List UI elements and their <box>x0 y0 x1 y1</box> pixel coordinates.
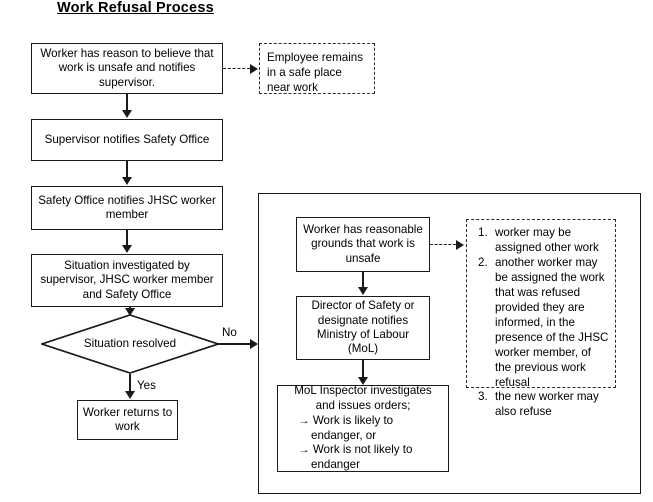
box-worker-has-reason: Worker has reason to believe that work i… <box>31 43 223 94</box>
connector-director-to-inspector <box>362 360 364 379</box>
option-text: another worker may be assigned the work … <box>495 255 609 389</box>
option-text: worker may be assigned other work <box>495 226 599 254</box>
arrowhead-grounds-to-director <box>358 287 368 295</box>
option-number: 1. <box>478 226 488 239</box>
box-mol-inspector-investigates: MoL Inspector investigates and issues or… <box>277 384 449 472</box>
option-number: 3. <box>478 390 488 404</box>
note-employee-remains-safe-place: Employee remains in a safe place near wo… <box>259 43 375 94</box>
arrowhead-box1-to-box2 <box>122 110 132 118</box>
option-text: the new worker may also refuse <box>495 390 599 419</box>
box-worker-reasonable-grounds: Worker has reasonable grounds that work … <box>296 217 430 272</box>
arrowhead-no-branch <box>250 339 258 349</box>
option-list-item: 1. worker may be assigned other work <box>473 226 609 256</box>
box-worker-returns-to-work: Worker returns to work <box>77 400 178 440</box>
connector-dashed-to-safe-place-note <box>223 68 250 69</box>
connector-box1-to-box2 <box>126 94 128 111</box>
box-supervisor-notifies-safety-office: Supervisor notifies Safety Office <box>31 119 223 161</box>
decision-situation-resolved-label: Situation resolved <box>83 336 177 350</box>
connector-box3-to-box4 <box>126 230 128 246</box>
option-list-item: 3. the new worker may also refuse <box>473 390 609 420</box>
connector-box2-to-box3 <box>126 161 128 178</box>
box-situation-investigated-label: Situation investigated by supervisor, JH… <box>40 258 214 301</box>
arrowhead-box4-to-decision <box>125 308 135 316</box>
box-situation-investigated: Situation investigated by supervisor, JH… <box>31 254 223 307</box>
decision-situation-resolved: Situation resolved <box>41 314 219 374</box>
arrowhead-director-to-inspector <box>358 377 368 385</box>
box-safety-office-notifies-jhsc: Safety Office notifies JHSC worker membe… <box>31 186 223 230</box>
arrowhead-to-safe-place-note <box>250 64 258 74</box>
connector-yes-branch <box>129 374 131 393</box>
box-director-notifies-mol-label: Director of Safety or designate notifies… <box>311 299 415 356</box>
mol-heading-line-2: and issues orders; <box>315 398 411 412</box>
note-worker-assignment-options: 1. worker may be assigned other work 2. … <box>466 219 616 418</box>
option-list-item: 2. another worker may be assigned the wo… <box>473 256 609 391</box>
connector-grounds-to-director <box>362 272 364 288</box>
arrowhead-to-options <box>456 240 464 250</box>
edge-label-yes: Yes <box>137 379 156 392</box>
option-number: 2. <box>478 255 488 269</box>
box-supervisor-notifies-safety-office-label: Supervisor notifies Safety Office <box>44 132 210 146</box>
page-title: Work Refusal Process <box>57 0 214 16</box>
box-worker-reasonable-grounds-label: Worker has reasonable grounds that work … <box>303 222 423 265</box>
connector-no-branch <box>218 343 251 345</box>
note-employee-remains-safe-place-label: Employee remains in a safe place near wo… <box>267 51 364 95</box>
edge-label-no: No <box>222 326 237 339</box>
box-safety-office-notifies-jhsc-label: Safety Office notifies JHSC worker membe… <box>38 193 216 221</box>
connector-dashed-to-options <box>430 244 456 245</box>
arrowhead-box3-to-box4 <box>122 245 132 253</box>
box-worker-has-reason-label: Worker has reason to believe that work i… <box>40 46 214 89</box>
mol-bullet-item: → Work is likely to endanger, or <box>298 414 394 442</box>
mol-bullet-item: → Work is not likely to endanger <box>298 443 413 472</box>
mol-heading-line-1: MoL Inspector investigates <box>294 384 432 398</box>
arrowhead-box2-to-box3 <box>122 177 132 185</box>
box-director-notifies-mol: Director of Safety or designate notifies… <box>296 296 430 360</box>
box-worker-returns-to-work-label: Worker returns to work <box>82 405 173 433</box>
diamond-shape-icon <box>41 314 219 374</box>
arrowhead-yes-branch <box>125 391 135 399</box>
